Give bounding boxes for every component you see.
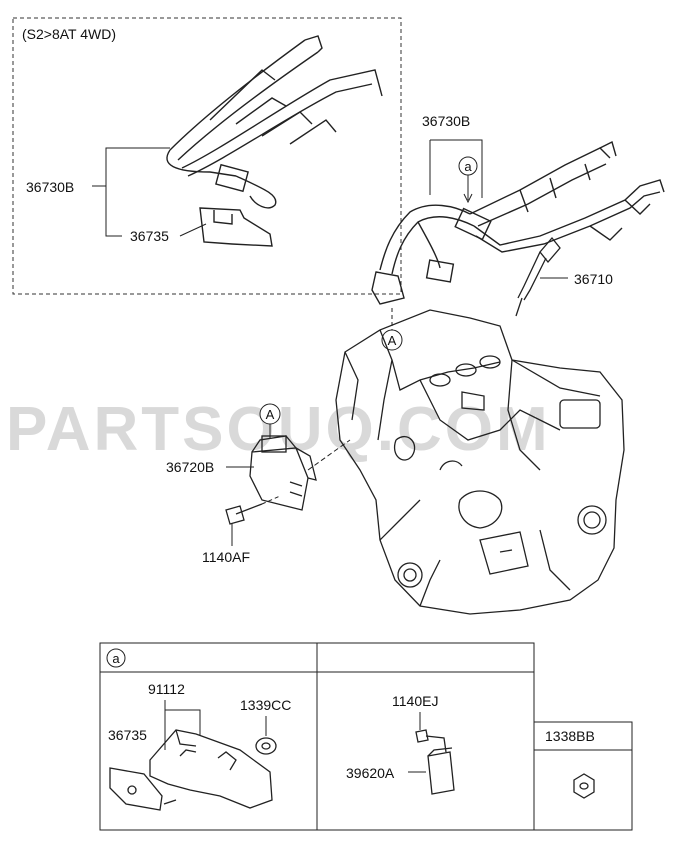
main-harness-drawing <box>371 140 665 305</box>
detail-table <box>99 642 633 831</box>
callout-a-top: a <box>464 159 472 174</box>
label-36735-detail: 36735 <box>108 727 147 743</box>
label-36720B: 36720B <box>166 459 214 475</box>
engine-block-drawing <box>335 309 625 615</box>
callout-a-table: a <box>112 651 120 666</box>
callout-A-top: A <box>388 333 397 348</box>
label-91112: 91112 <box>148 681 185 697</box>
bolt-drawing <box>225 503 263 525</box>
label-1140EJ: 1140EJ <box>392 693 438 709</box>
label-39620A: 39620A <box>346 765 395 781</box>
callout-circle-A-top <box>381 329 403 351</box>
label-36710: 36710 <box>574 271 613 287</box>
label-1140AF: 1140AF <box>202 549 250 565</box>
bolt-dashline <box>261 495 281 505</box>
sensor-39620A-drawing <box>415 729 455 795</box>
label-1339CC: 1339CC <box>240 697 291 713</box>
variant-harness-drawing <box>166 35 383 247</box>
detail-bracket-drawing <box>109 729 273 811</box>
callout-A-unit: A <box>266 407 275 422</box>
control-unit-drawing <box>249 435 317 511</box>
detail-col2-leaders <box>408 712 426 773</box>
callout-a-arrow <box>463 175 473 204</box>
label-36730B-variant: 36730B <box>26 179 74 195</box>
glow-plug-drawing <box>515 236 561 317</box>
variant-leader-lines <box>92 147 207 237</box>
variant-note: (S2>8AT 4WD) <box>22 26 116 42</box>
variant-dashed-box <box>12 17 402 295</box>
label-36735-variant: 36735 <box>130 228 169 244</box>
label-1338BB: 1338BB <box>545 728 595 744</box>
label-36730B-main: 36730B <box>422 113 470 129</box>
nut-1338BB-drawing <box>573 773 595 799</box>
watermark: PARTSOUQ.COM <box>6 395 551 464</box>
main-leader-lines <box>429 139 483 198</box>
callout-circle-a-table <box>106 648 126 668</box>
nut-1339CC-drawing <box>255 737 277 755</box>
unit-mount-dashline <box>307 439 351 471</box>
